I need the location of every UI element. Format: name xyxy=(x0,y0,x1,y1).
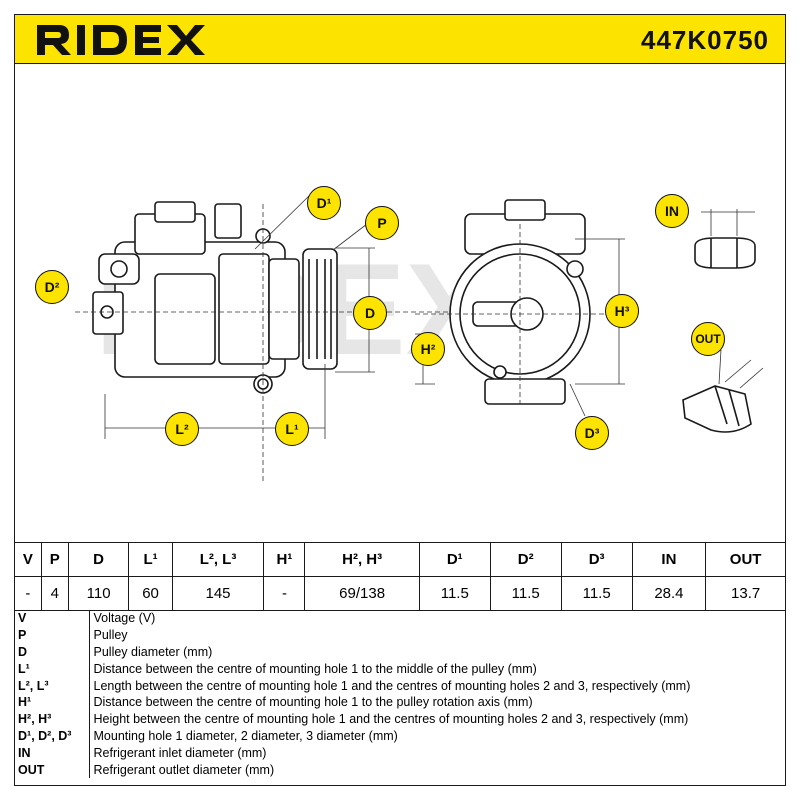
legend-key: L¹ xyxy=(14,660,90,678)
label-d1-badge: D¹ xyxy=(307,186,341,220)
label-in-badge: IN xyxy=(655,194,689,228)
legend-key: H¹ xyxy=(14,693,90,711)
legend-desc: Distance between the centre of mounting … xyxy=(93,695,533,710)
legend-key: IN xyxy=(14,744,90,762)
spec-table: V P D L¹ L², L³ H¹ H², H³ D¹ D² D³ IN OU… xyxy=(14,542,786,611)
spec-value: 110 xyxy=(67,576,130,611)
compressor-drawing: RIDEX xyxy=(75,193,764,484)
spec-header: L², L³ xyxy=(171,542,265,577)
spec-header: D¹ xyxy=(418,542,491,577)
label-h2-badge: H² xyxy=(411,332,445,366)
label-h3-badge: H³ xyxy=(605,294,639,328)
legend-key: P xyxy=(14,626,90,644)
spec-header: P xyxy=(40,542,69,577)
ridex-logo xyxy=(37,25,205,55)
spec-header: D³ xyxy=(560,542,633,577)
inlet-fitting xyxy=(694,237,756,269)
legend-key: D xyxy=(14,643,90,661)
spec-header: V xyxy=(14,542,42,577)
spec-value: 28.4 xyxy=(631,576,707,611)
spec-header: IN xyxy=(631,542,707,577)
legend-desc: Pulley diameter (mm) xyxy=(93,644,213,659)
spec-header: D xyxy=(67,542,130,577)
label-d-badge: D xyxy=(353,296,387,330)
legend-key: L², L³ xyxy=(14,677,90,694)
spec-value: 145 xyxy=(171,576,265,611)
spec-value-row: - 4 110 60 145 - 69/138 11.5 11.5 11.5 2… xyxy=(14,576,786,611)
legend-desc: Voltage (V) xyxy=(93,611,156,626)
spec-header: OUT xyxy=(705,542,786,577)
spec-value: 11.5 xyxy=(418,576,491,611)
spec-header: L¹ xyxy=(128,542,173,577)
label-p-badge: P xyxy=(365,206,399,240)
compressor-side-view xyxy=(92,201,338,394)
legend-desc: Distance between the centre of mounting … xyxy=(93,661,537,676)
spec-value: - xyxy=(263,576,306,611)
label-d3-badge: D³ xyxy=(575,416,609,450)
technical-drawing: RIDEX xyxy=(14,64,786,542)
spec-value: 11.5 xyxy=(489,576,562,611)
legend-desc: Mounting hole 1 diameter, 2 diameter, 3 … xyxy=(93,728,398,743)
header-bar: 447K0750 xyxy=(14,14,786,64)
spec-value: 69/138 xyxy=(304,576,420,611)
spec-header-row: V P D L¹ L², L³ H¹ H², H³ D¹ D² D³ IN OU… xyxy=(14,542,786,577)
spec-header: H¹ xyxy=(263,542,306,577)
legend-desc: Refrigerant inlet diameter (mm) xyxy=(93,745,267,760)
spec-value: 11.5 xyxy=(560,576,633,611)
legend-desc: Refrigerant outlet diameter (mm) xyxy=(93,762,275,777)
outlet-fitting xyxy=(682,385,752,433)
label-l2-badge: L² xyxy=(165,412,199,446)
spec-header: H², H³ xyxy=(304,542,420,577)
legend-key: V xyxy=(14,610,90,627)
label-out-badge: OUT xyxy=(691,322,725,356)
spec-header: D² xyxy=(489,542,562,577)
legend-key: H², H³ xyxy=(14,710,90,728)
part-number: 447K0750 xyxy=(641,25,769,55)
legend-desc: Pulley xyxy=(93,628,128,643)
spec-value: 4 xyxy=(40,576,69,611)
spec-value: 13.7 xyxy=(705,576,786,611)
legend-key: D¹, D², D³ xyxy=(14,727,90,745)
spec-value: 60 xyxy=(128,576,173,611)
legend-desc: Length between the centre of mounting ho… xyxy=(93,678,691,693)
label-l1-badge: L¹ xyxy=(275,412,309,446)
legend-key: OUT xyxy=(14,761,90,778)
spec-value: - xyxy=(14,576,42,611)
legend-desc: Height between the centre of mounting ho… xyxy=(93,712,689,727)
label-d2-badge: D² xyxy=(35,270,69,304)
